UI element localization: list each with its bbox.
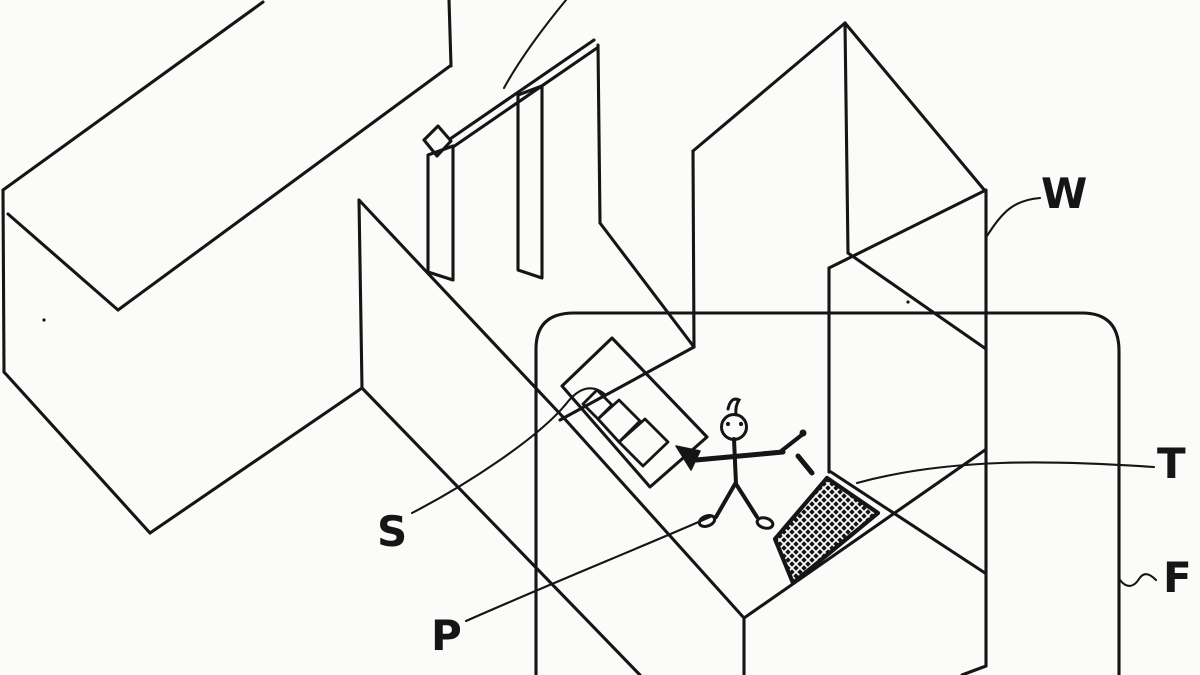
door-leader-line: [502, 0, 568, 90]
wall-line: [1, 0, 265, 192]
wall-leader-line: [985, 196, 1042, 238]
stair-step: [596, 398, 642, 444]
wall-line: [148, 386, 364, 535]
person-hair-tuft: [726, 397, 742, 417]
reference-label-F: F: [1163, 553, 1192, 602]
person-hand-rod: [795, 453, 815, 476]
person-arms: [693, 449, 786, 463]
person-eye: [738, 421, 744, 427]
mat-leader-line: [855, 461, 1156, 485]
scan-speck: [906, 300, 910, 304]
stair-step: [617, 417, 670, 468]
person-hand-rod: [799, 429, 807, 437]
person-foot: [697, 514, 717, 528]
training-mat: [772, 475, 881, 586]
wall-line: [829, 470, 987, 575]
wall-line: [447, 0, 453, 68]
wall-line: [357, 198, 565, 419]
person-foot: [755, 516, 775, 530]
wall-line: [116, 64, 452, 312]
person-eye: [725, 421, 731, 427]
wall-line: [691, 149, 696, 349]
person-body: [732, 437, 738, 486]
person-leg: [714, 482, 737, 519]
reference-label-S: S: [377, 507, 407, 556]
person-leader-line: [464, 515, 712, 623]
wall-line: [742, 448, 987, 620]
wall-line: [843, 21, 988, 194]
scan-speck: [42, 318, 46, 322]
wall-line: [843, 21, 850, 255]
wall-line: [360, 386, 642, 675]
reference-label-W: W: [1041, 169, 1087, 218]
wall-line: [1, 188, 6, 374]
wall-line: [6, 212, 120, 312]
stairs-leader-line: [410, 387, 608, 515]
person-head: [720, 413, 748, 441]
wall-line: [827, 188, 988, 270]
wall-line: [691, 21, 847, 153]
wall-line: [598, 221, 696, 349]
person-hand-rod: [778, 432, 805, 454]
person-leg: [734, 482, 759, 519]
wall-line: [561, 415, 746, 620]
door-panel-left: [426, 144, 455, 282]
reference-label-T: T: [1157, 439, 1186, 488]
wall-line: [448, 38, 596, 141]
door-hanger: [422, 124, 453, 158]
wall-line: [2, 370, 152, 535]
stairs-outline: [560, 336, 709, 489]
reference-label-P: P: [431, 611, 462, 660]
wall-line: [451, 46, 599, 149]
floor-leader-line: [1118, 573, 1158, 587]
wall-line: [846, 251, 988, 351]
wall-line: [357, 198, 364, 390]
wall-line: [596, 43, 602, 224]
wall-line: [960, 664, 988, 675]
door-panel-right: [516, 84, 544, 280]
